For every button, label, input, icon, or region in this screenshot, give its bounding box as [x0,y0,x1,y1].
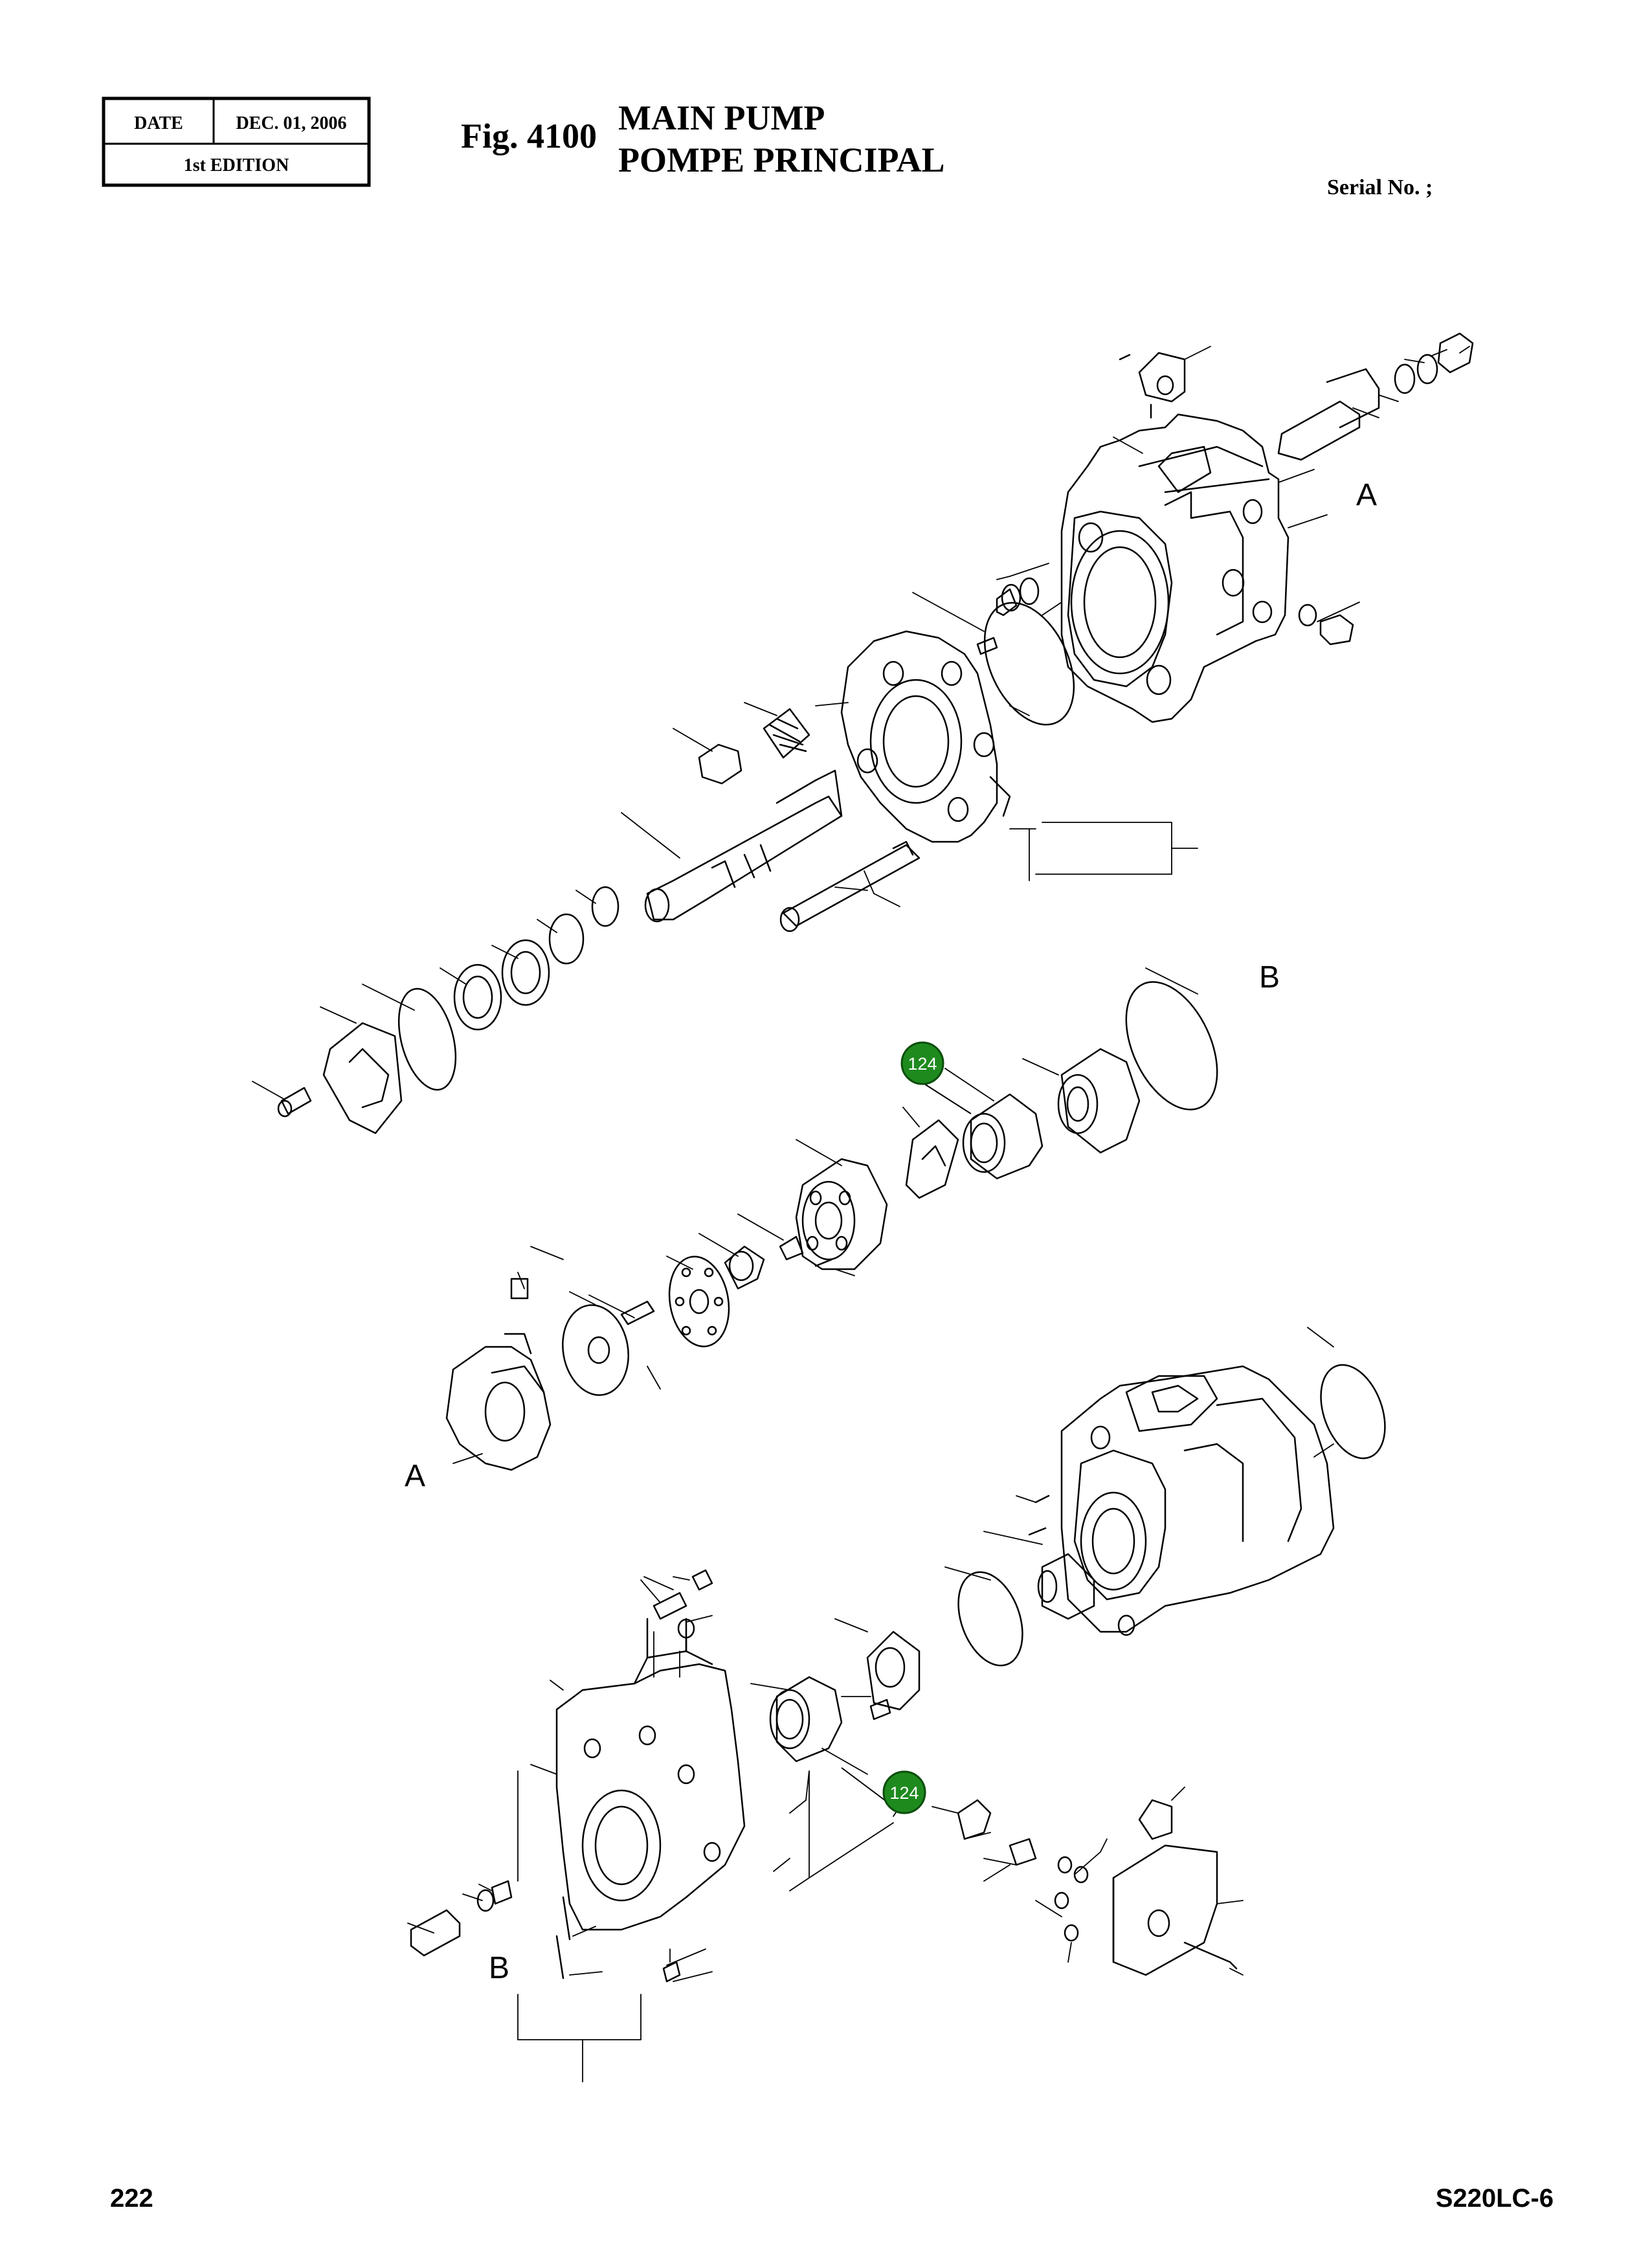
callout-124-lower[interactable]: 124 [841,1767,926,1814]
spring-stud [763,708,810,759]
eye-bolt [677,1618,695,1652]
swash-plate [445,1278,552,1471]
pin-valve [869,1698,891,1720]
adjusting-sleeve [1277,332,1474,461]
port-block [840,630,1011,843]
cover-plate [322,1022,403,1134]
serial-number-label: Serial No. ; [1327,175,1433,199]
regulator-valve-body [1112,1799,1238,1976]
plug-lower [410,1880,513,1957]
page-number: 222 [110,2184,153,2213]
o-ring-cover [397,987,457,1091]
ref-label-b-top: B [1259,960,1280,995]
figure-number: Fig. 4100 [461,117,597,155]
valve-plate-lower [866,1630,921,1711]
title-english: MAIN PUMP [618,98,825,137]
needle-bearing [962,1093,1044,1180]
callout-number: 124 [889,1783,919,1803]
pin-set [779,1235,833,1267]
pin-retainer [620,1300,655,1325]
o-ring-large [983,602,1075,726]
ref-label-a-bottom: A [405,1459,425,1493]
title-french: POMPE PRINCIPAL [618,141,944,179]
regulator-block-top [1119,352,1186,419]
hex-nut [698,743,742,785]
port-block-lower [555,1618,746,1931]
o-ring-lower [957,1571,1023,1667]
bearing-assembly [453,886,620,1031]
edition-text: 1st EDITION [184,155,289,175]
spherical-bush [724,1245,765,1290]
pins-lower [555,1896,571,1979]
plug-fitting-right [1298,603,1354,646]
callout-number: 124 [908,1054,937,1074]
pump-housing-upper [1060,413,1289,723]
valve-plate [905,1119,959,1199]
needle-bearing-lower [769,1676,843,1763]
date-label: DATE [134,113,183,133]
date-edition-box: DATE DEC. 01, 2006 1st EDITION [102,96,371,187]
seal-set-small [996,577,1040,616]
check-valve-parts [957,1799,1089,1942]
bolt-lower [662,1961,681,1983]
bolt-cover [277,1087,312,1118]
ref-label-a-top: A [1356,478,1377,512]
cylinder-block [795,1158,888,1270]
pump-housing-lower [1060,1365,1335,1636]
pin-housing-lower [1028,1494,1050,1536]
shaft-lower [1037,1553,1095,1620]
o-ring-b [1125,981,1218,1111]
spline-coupling [1057,1048,1141,1154]
leader-lines [252,346,1470,2082]
o-ring-lower-right [1320,1364,1386,1460]
date-value: DEC. 01, 2006 [236,113,346,133]
pin-small [976,637,998,655]
ref-label-b-bottom: B [489,1951,509,1985]
tie-rod [779,840,921,932]
stud-lower [653,1569,713,1620]
model-number: S220LC-6 [1436,2184,1554,2213]
drive-shaft [644,769,843,923]
callout-124-upper[interactable]: 124 [900,1041,972,1114]
retainer-plate [668,1256,730,1348]
shoe-plate [562,1304,629,1396]
